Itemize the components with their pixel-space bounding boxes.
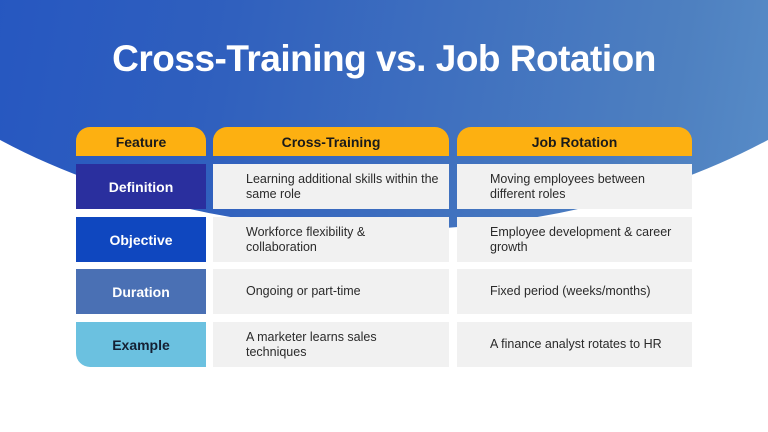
cross-training-definition: Learning additional skills within the sa… [213, 164, 449, 209]
cross-training-duration: Ongoing or part-time [213, 269, 449, 314]
feature-definition: Definition [76, 164, 206, 209]
slide-title: Cross-Training vs. Job Rotation [112, 38, 656, 79]
cross-training-example: A marketer learns sales techniques [213, 322, 449, 367]
feature-example: Example [76, 322, 206, 367]
job-rotation-example: A finance analyst rotates to HR [457, 322, 692, 367]
header-cross-training: Cross-Training [213, 127, 449, 156]
header-job-rotation: Job Rotation [457, 127, 692, 156]
job-rotation-duration: Fixed period (weeks/months) [457, 269, 692, 314]
job-rotation-objective: Employee development & career growth [457, 217, 692, 262]
feature-duration: Duration [76, 269, 206, 314]
header-feature: Feature [76, 127, 206, 156]
feature-objective: Objective [76, 217, 206, 262]
job-rotation-definition: Moving employees between different roles [457, 164, 692, 209]
cross-training-objective: Workforce flexibility & collaboration [213, 217, 449, 262]
